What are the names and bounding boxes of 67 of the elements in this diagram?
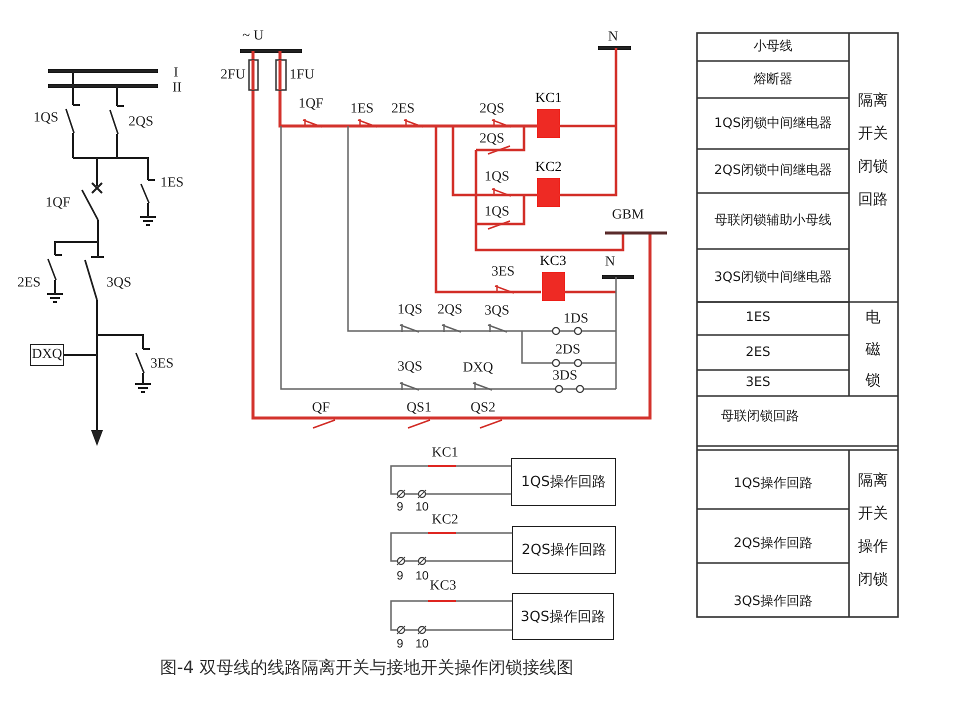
contact-label: 1DS <box>564 311 588 327</box>
switch-label: 2ES <box>17 275 41 291</box>
bus-label: GBM <box>612 207 644 223</box>
supply-label: ~ U <box>242 28 264 44</box>
circuit-box: 2QS操作回路 <box>512 526 616 574</box>
terminal-number: 9 <box>396 637 404 651</box>
table-cell-text: 3QS操作回路 <box>734 594 812 610</box>
bus-label: N <box>608 29 618 45</box>
contact-label: 2DS <box>556 342 580 358</box>
table-cell-text: 2QS闭锁中间继电器 <box>714 164 832 178</box>
relay-label: KC1 <box>535 92 562 106</box>
contact-label: 2QS <box>480 101 504 117</box>
table-cell-text: 母联闭锁辅助小母线 <box>714 214 832 228</box>
relay-label: KC3 <box>540 255 566 269</box>
switch-label: 2QS <box>128 114 154 130</box>
table-cell-text: 1ES <box>746 310 770 326</box>
contact-label: 2QS <box>480 131 504 147</box>
table-cell-text: 2QS操作回路 <box>734 536 812 552</box>
contact-label: 2QS <box>438 302 462 318</box>
contact-label: 3ES <box>491 264 515 280</box>
contact-label: 3DS <box>552 368 578 384</box>
contact-label: 1ES <box>350 101 374 117</box>
fuse-label: 2FU <box>220 67 246 83</box>
contact-label: KC3 <box>430 578 456 594</box>
terminal-number: 9 <box>396 500 404 514</box>
table-cell-text: 母联闭锁回路 <box>721 410 799 424</box>
switch-label: 3QS <box>106 275 132 291</box>
switch-label: 1QS <box>34 110 58 126</box>
table-cell-text: 1QS闭锁中间继电器 <box>714 116 832 132</box>
bus-label: N <box>604 254 616 270</box>
table-cell-text: 熔断器 <box>754 72 792 88</box>
contact-label: QS2 <box>470 400 496 416</box>
table-cell-text: 电磁锁 <box>866 306 880 391</box>
table-cell-text: 2ES <box>746 346 770 360</box>
contact-label: 1QF <box>298 96 324 112</box>
contact-label: KC1 <box>432 445 458 461</box>
device-box: DXQ <box>30 344 64 366</box>
contact-label: QS1 <box>406 400 432 416</box>
table-cell-text: 3QS闭锁中间继电器 <box>714 270 832 286</box>
table-cell-text: 隔离开关操作闭锁 <box>858 470 888 590</box>
terminal-number: 10 <box>415 500 429 514</box>
contact-label: 1QS <box>484 204 510 220</box>
contact-label: QF <box>312 400 330 416</box>
contact-label: 3QS <box>484 303 510 319</box>
contact-label: DXQ <box>462 360 494 376</box>
contact-label: 1QS <box>398 302 422 318</box>
terminal-number: 10 <box>415 637 429 651</box>
relay-label: KC2 <box>535 161 562 175</box>
fuse-label: 1FU <box>290 67 314 83</box>
terminal-number: 9 <box>396 569 404 583</box>
switch-label: 3ES <box>150 356 174 372</box>
circuit-box: 1QS操作回路 <box>511 458 616 506</box>
contact-label: 1QS <box>484 169 510 185</box>
bus-label: II <box>172 80 182 96</box>
table-cell-text: 小母线 <box>754 40 792 54</box>
table-cell-text: 3ES <box>746 376 770 390</box>
table-cell-text: 隔离开关闭锁回路 <box>858 90 888 210</box>
switch-label: 1ES <box>160 175 184 191</box>
terminal-number: 10 <box>415 569 429 583</box>
contact-label: 3QS <box>398 359 422 375</box>
contact-label: KC2 <box>432 512 458 528</box>
circuit-box: 3QS操作回路 <box>512 593 614 640</box>
bus-label: I <box>174 65 178 81</box>
table-cell-text: 1QS操作回路 <box>734 476 812 492</box>
switch-label: 1QF <box>46 195 70 211</box>
contact-label: 2ES <box>391 101 415 117</box>
figure-caption: 图-4 双母线的线路隔离开关与接地开关操作闭锁接线图 <box>160 657 574 679</box>
